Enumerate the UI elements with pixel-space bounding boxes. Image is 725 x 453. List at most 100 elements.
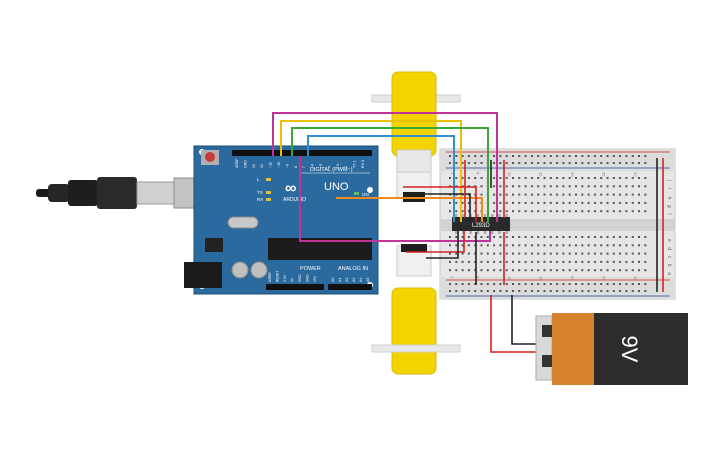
- bb-hole: [556, 269, 559, 272]
- bb-hole: [556, 177, 559, 179]
- analog-pin-label: A0: [331, 278, 335, 282]
- crystal: [227, 216, 259, 229]
- bb-hole: [505, 236, 508, 238]
- bb-hole: [581, 252, 584, 255]
- bb-hole: [638, 185, 640, 188]
- bb-hole: [518, 290, 521, 292]
- bb-hole: [638, 236, 640, 238]
- wire-green: [291, 127, 489, 222]
- bb-hole: [575, 244, 577, 247]
- bb-hole: [581, 260, 584, 263]
- bb-hole: [612, 193, 615, 196]
- bb-hole: [638, 283, 640, 285]
- bb-hole: [543, 236, 546, 238]
- bb-hole: [587, 283, 590, 285]
- bb-hole: [449, 269, 451, 272]
- bb-hole: [493, 185, 496, 188]
- bb-hole: [467, 236, 470, 238]
- battery-9v: 9V: [535, 313, 688, 385]
- bb-hole: [480, 244, 483, 247]
- bb-hole: [543, 244, 546, 247]
- bb-hole: [593, 260, 596, 263]
- bb-hole: [631, 260, 634, 263]
- bb-hole: [530, 236, 533, 238]
- bb-hole: [556, 210, 559, 213]
- tx-label: TX: [257, 190, 263, 195]
- bb-hole: [486, 269, 489, 272]
- bb-hole: [644, 193, 647, 196]
- bb-hole: [505, 260, 508, 263]
- bb-hole: [631, 269, 634, 272]
- bb-hole: [581, 177, 584, 179]
- analog-pin-label: A2: [345, 278, 349, 282]
- bb-hole: [562, 193, 565, 196]
- bb-hole: [499, 210, 502, 213]
- bb-hole: [587, 185, 590, 188]
- bb-hole: [638, 193, 640, 196]
- bb-hole: [556, 185, 559, 188]
- bb-hole: [530, 210, 533, 213]
- bb-hole: [467, 269, 470, 272]
- bb-hole: [575, 201, 577, 204]
- bb-hole: [606, 193, 609, 196]
- bb-hole: [461, 210, 464, 213]
- bb-hole: [518, 185, 521, 188]
- bb-hole: [493, 283, 496, 285]
- bb-hole: [480, 290, 483, 292]
- bb-hole: [587, 155, 590, 157]
- bb-hole: [549, 177, 552, 179]
- bb-hole: [449, 201, 451, 204]
- bb-hole: [593, 269, 596, 272]
- bb-hole: [449, 290, 451, 292]
- bb-hole: [562, 260, 565, 263]
- bb-hole: [530, 185, 533, 188]
- bb-hole: [619, 236, 622, 238]
- bb-hole: [568, 155, 571, 157]
- bb-hole: [505, 177, 508, 179]
- bb-hole: [499, 290, 502, 292]
- bb-hole: [568, 260, 571, 263]
- bb-hole: [486, 244, 489, 247]
- driver-ic-label: L293D: [472, 223, 490, 229]
- bb-hole: [562, 177, 565, 179]
- digital-pin-label: 4: [327, 166, 331, 168]
- bb-hole: [461, 201, 464, 204]
- bb-hole: [493, 252, 496, 255]
- arduino-brand-text: ARDUINO: [283, 197, 306, 203]
- bb-hole: [593, 177, 596, 179]
- digital-label: DIGITAL (PWM~): [310, 167, 353, 173]
- bb-hole: [644, 236, 647, 238]
- bb-hole: [499, 193, 502, 196]
- bb-hole: [556, 155, 559, 157]
- bb-hole: [619, 252, 622, 255]
- bb-hole: [612, 252, 615, 255]
- bb-hole: [543, 155, 546, 157]
- digital-pin-label: ~10: [277, 162, 281, 168]
- digital-pin-label: ~6: [311, 164, 315, 168]
- bb-hole: [455, 236, 458, 238]
- bb-hole: [524, 252, 527, 255]
- bb-hole: [530, 177, 533, 179]
- bb-hole: [606, 177, 609, 179]
- bb-hole: [493, 162, 496, 164]
- bb-hole: [625, 269, 628, 272]
- bb-hole: [619, 244, 622, 247]
- bb-hole: [480, 260, 483, 263]
- bb-hole: [556, 283, 559, 285]
- bb-hole: [518, 210, 521, 213]
- bb-row-letter: c: [666, 256, 672, 259]
- arduino-uno-board: ∞ UNO ARDUINO DIGITAL (PWM~) TX RX L ON …: [184, 145, 379, 295]
- power-pin-label: IOREF: [268, 272, 272, 282]
- bb-hole: [581, 193, 584, 196]
- bb-hole: [606, 162, 609, 164]
- bb-hole: [467, 244, 470, 247]
- bb-hole: [568, 283, 571, 285]
- bb-hole: [575, 155, 577, 157]
- bb-hole: [593, 252, 596, 255]
- bb-hole: [606, 260, 609, 263]
- bb-hole: [543, 193, 546, 196]
- bb-hole: [467, 201, 470, 204]
- bb-hole: [493, 193, 496, 196]
